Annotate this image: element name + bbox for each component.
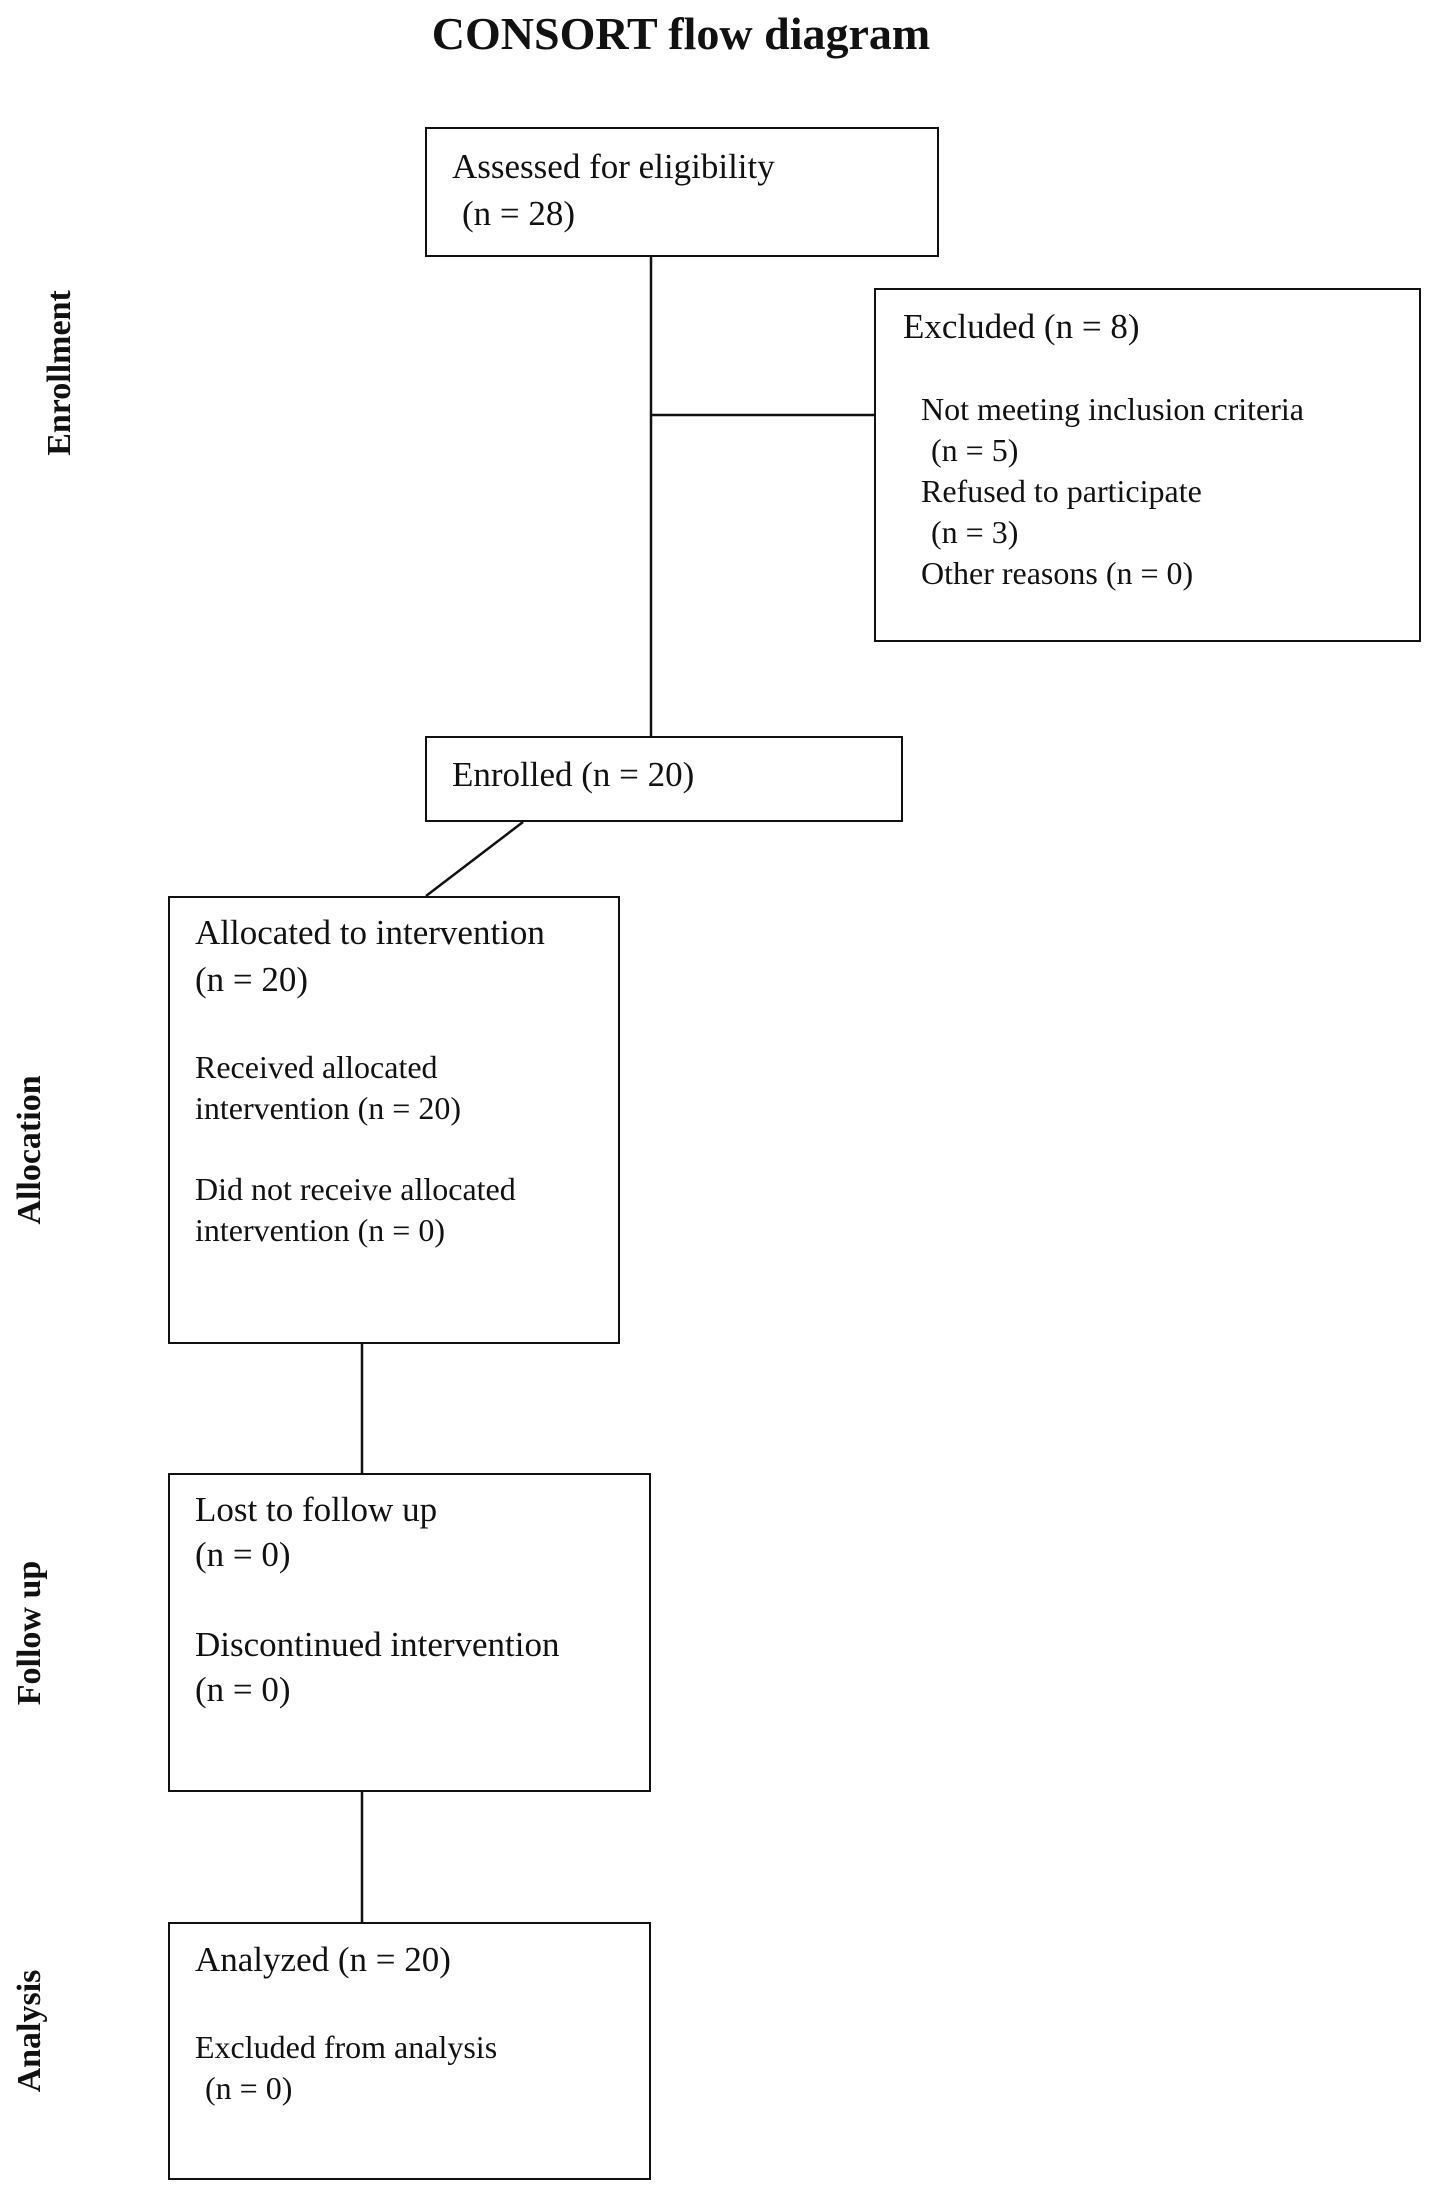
assessed-count: (n = 28): [462, 194, 576, 233]
discontinued-count: (n = 0): [195, 1670, 291, 1709]
excluded-from-analysis-label: Excluded from analysis: [195, 2029, 498, 2065]
assessed-label: Assessed for eligibility: [452, 147, 775, 186]
analysis-box: Analyzed (n = 20) Excluded from analysis…: [168, 1922, 651, 2180]
received-line-2: intervention (n = 20): [195, 1090, 461, 1126]
lost-label: Lost to follow up: [195, 1490, 438, 1529]
received-line-1: Received allocated: [195, 1049, 438, 1085]
enrolled-box: Enrolled (n = 20): [425, 736, 903, 822]
excluded-from-analysis-count: (n = 0): [205, 2070, 293, 2106]
allocated-label: Allocated to intervention: [195, 913, 545, 952]
connector-enrolled-to-allocated: [425, 821, 524, 897]
stage-label-enrollment: Enrollment: [41, 290, 78, 456]
stage-label-allocation: Allocation: [11, 1075, 48, 1225]
excluded-reason-inclusion-count: (n = 5): [931, 432, 1019, 468]
excluded-reason-inclusion: Not meeting inclusion criteria: [921, 391, 1304, 427]
allocated-count: (n = 20): [195, 960, 309, 999]
discontinued-label: Discontinued intervention: [195, 1625, 560, 1664]
excluded-reason-other: Other reasons (n = 0): [921, 555, 1194, 591]
allocation-box: Allocated to intervention (n = 20) Recei…: [168, 896, 620, 1344]
enrolled-label: Enrolled (n = 20): [452, 755, 695, 794]
stage-label-follow-up: Follow up: [11, 1560, 48, 1706]
not-received-line-2: intervention (n = 0): [195, 1212, 445, 1248]
assessed-box: Assessed for eligibility (n = 28): [425, 127, 939, 257]
lost-count: (n = 0): [195, 1535, 291, 1574]
excluded-reason-refused: Refused to participate: [921, 473, 1202, 509]
analyzed-label: Analyzed (n = 20): [195, 1940, 451, 1979]
excluded-reason-refused-count: (n = 3): [931, 514, 1019, 550]
excluded-label: Excluded (n = 8): [903, 307, 1140, 346]
diagram-title: CONSORT flow diagram: [431, 8, 931, 59]
follow-up-box: Lost to follow up (n = 0) Discontinued i…: [168, 1473, 651, 1792]
excluded-box: Excluded (n = 8) Not meeting inclusion c…: [874, 288, 1421, 642]
stage-label-analysis: Analysis: [11, 1969, 48, 2093]
not-received-line-1: Did not receive allocated: [195, 1171, 516, 1207]
